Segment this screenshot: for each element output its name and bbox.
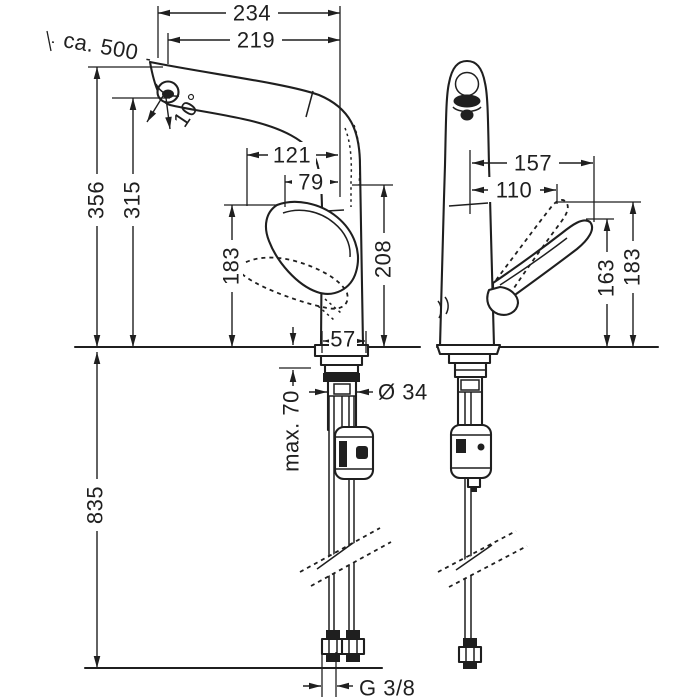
pullout-hose-dotted (344, 127, 353, 207)
label-hose-extension: ca. 500 (52, 25, 150, 66)
side-base-step (447, 352, 492, 365)
label-width-spout: 219 (230, 27, 282, 53)
side-base-flange (435, 343, 502, 356)
label-handle-reach-inner: 79 (292, 169, 330, 195)
svg-text:Ø 34: Ø 34 (378, 380, 428, 405)
svg-text:163: 163 (594, 259, 619, 297)
reference-lines (73, 345, 660, 670)
label-side-handle-height: 183 (619, 241, 645, 293)
label-height-overall: 356 (83, 174, 109, 226)
side-body-texture (437, 296, 449, 319)
label-width-overall: 234 (226, 0, 278, 26)
label-hose-length: 835 (82, 479, 108, 531)
hose-fitting-right (340, 630, 366, 662)
side-shaft-detail (460, 379, 480, 391)
hose-weight-front (333, 425, 375, 481)
pullout-hose-dotted-2 (353, 124, 361, 186)
label-handle-reach: 121 (268, 142, 316, 168)
svg-text:57: 57 (330, 327, 355, 352)
svg-text:157: 157 (514, 151, 552, 176)
front-view-faucet (148, 60, 392, 662)
front-handle-inner-line (282, 209, 351, 258)
front-handle-dashed (237, 256, 349, 310)
extension-lines (88, 6, 641, 697)
label-depth-overall: 157 (507, 150, 559, 176)
label-mounting-depth: max. 70 (278, 386, 304, 476)
break-symbol-side (437, 530, 528, 588)
label-base-width: 57 (329, 327, 357, 352)
svg-text:121: 121 (273, 143, 311, 168)
angle-ray-right (165, 97, 172, 130)
svg-text:ca. 500: ca. 500 (62, 27, 141, 65)
svg-text:max. 70: max. 70 (279, 390, 304, 472)
hose-fitting-left (320, 630, 346, 662)
spout-end-band (453, 94, 481, 108)
front-handle (264, 200, 360, 295)
svg-text:356: 356 (84, 181, 109, 219)
dimension-labels: 234 219 ca. 500 10° 356 315 183 121 (52, 0, 645, 700)
spout-joint-line (305, 90, 314, 118)
svg-text:219: 219 (237, 28, 275, 53)
svg-text:183: 183 (620, 248, 645, 286)
label-handle-height: 183 (218, 240, 244, 292)
svg-text:234: 234 (233, 1, 271, 26)
svg-text:79: 79 (298, 170, 323, 195)
break-symbol-front (299, 527, 392, 587)
mounting-ring (323, 363, 360, 375)
svg-text:208: 208 (371, 240, 396, 278)
label-thread: G 3/8 (359, 676, 415, 700)
side-joint-line (448, 202, 489, 207)
label-height-outlet: 315 (119, 174, 145, 226)
spray-head-detail-line (155, 83, 180, 97)
side-handle-inner-line (499, 237, 568, 286)
ca500-end-tick (46, 30, 52, 52)
svg-text:183: 183 (219, 247, 244, 285)
side-handle-dashed (495, 199, 569, 292)
svg-text:835: 835 (83, 486, 108, 524)
mounting-nut (323, 373, 360, 382)
aerator-outlet (162, 89, 174, 99)
escutcheon-step (319, 354, 364, 367)
label-side-handle-grip-height: 163 (593, 252, 619, 304)
angle-ray-left (146, 95, 164, 123)
side-view-faucet (435, 59, 594, 669)
hose-weight-side (449, 423, 493, 492)
label-depth-inner: 110 (488, 177, 540, 203)
spout-end-dot (460, 109, 474, 121)
side-body-outline (438, 59, 496, 348)
shaft-detail (333, 383, 351, 395)
hose-fitting-side (457, 638, 483, 669)
svg-text:110: 110 (496, 178, 533, 203)
label-body-height: 208 (370, 233, 396, 285)
label-hole-diameter: Ø 34 (378, 380, 428, 405)
side-handle-cap (486, 285, 520, 316)
svg-text:G 3/8: G 3/8 (359, 676, 415, 700)
svg-text:315: 315 (120, 181, 145, 219)
